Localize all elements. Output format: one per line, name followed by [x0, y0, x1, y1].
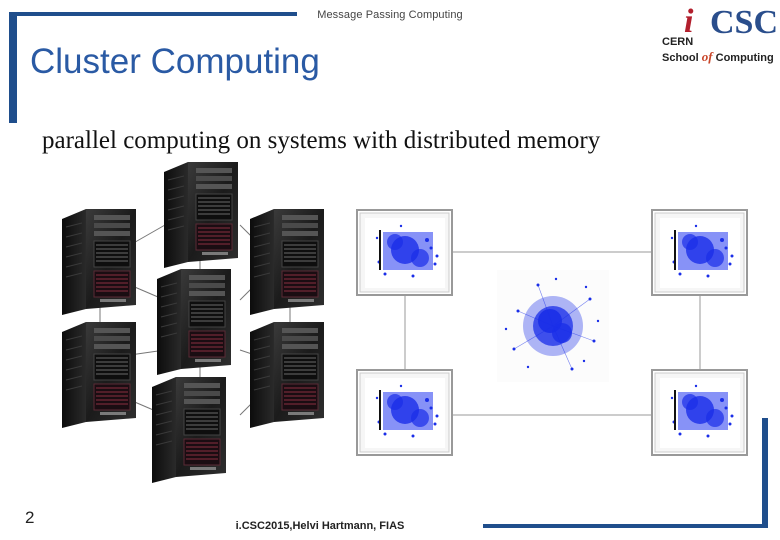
computer-tower-icon	[156, 268, 232, 376]
computer-tower-icon	[61, 321, 137, 429]
computer-tower-icon	[163, 161, 239, 269]
computer-tower-icon	[61, 208, 137, 316]
logo-school-text: School of Computing	[662, 49, 774, 65]
scatter-panel	[356, 369, 453, 456]
scatter-panel	[651, 369, 748, 456]
right-accent-bar	[762, 418, 768, 528]
scatter-panel	[651, 209, 748, 296]
footer-text: i.CSC2015,Helvi Hartmann, FIAS	[235, 520, 405, 532]
cluster-figure	[61, 161, 748, 484]
top-accent-rule	[9, 12, 297, 16]
panel-connection-lines	[404, 251, 701, 416]
scatter-panel	[356, 209, 453, 296]
logo-of-word: of	[701, 49, 713, 64]
slide-title: Cluster Computing	[30, 42, 320, 81]
bottom-accent-rule	[483, 524, 766, 528]
computer-tower-icon	[249, 208, 325, 316]
computer-tower-icon	[151, 376, 227, 484]
logo-school-word: School	[662, 52, 699, 64]
computer-tower-icon	[249, 321, 325, 429]
logo-computing-word: Computing	[715, 52, 774, 64]
slide-subtitle: parallel computing on systems with distr…	[42, 127, 601, 154]
header-text: Message Passing Computing	[317, 9, 463, 21]
page-number: 2	[25, 508, 35, 527]
logo-cern-text: CERN	[662, 36, 694, 48]
logo-mark-i: i	[684, 3, 694, 40]
icsc-logo: i CSC CERN School of Computing	[662, 3, 779, 66]
computer-tower-icons	[61, 161, 325, 484]
logo-mark-csc: CSC	[710, 4, 779, 41]
left-accent-bar	[9, 12, 17, 123]
central-scatter-cluster	[497, 270, 609, 382]
